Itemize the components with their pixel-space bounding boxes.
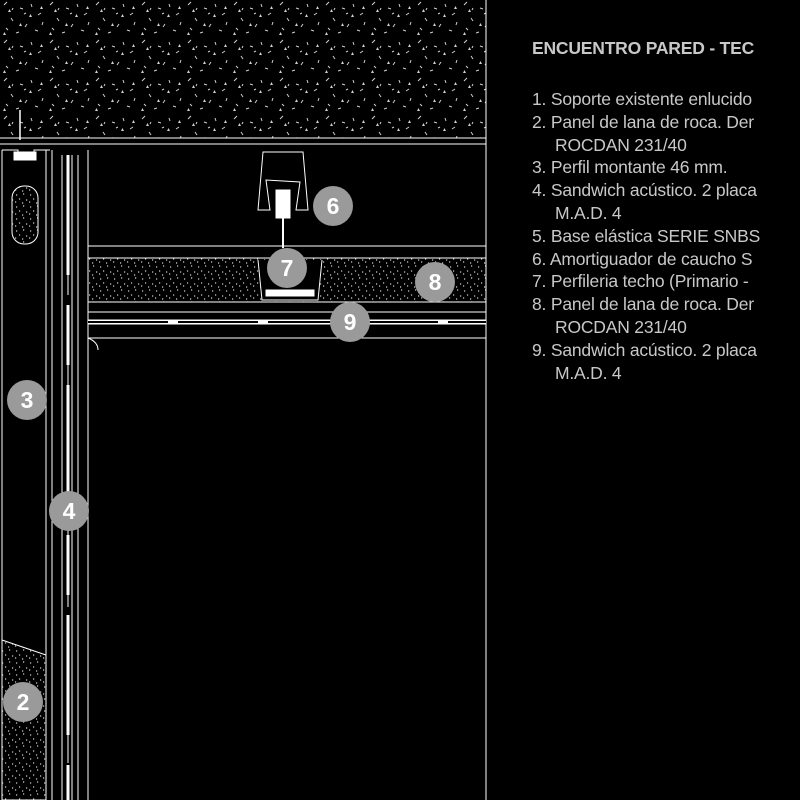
legend-item-text: Amortiguador de caucho S bbox=[549, 248, 753, 269]
legend-item-number: 8. bbox=[532, 294, 547, 315]
legend-item: 3. Perfil montante 46 mm. bbox=[532, 156, 760, 179]
existing-slab bbox=[0, 0, 487, 800]
callout-6: 6 bbox=[313, 186, 353, 226]
legend-item-number: 4. bbox=[532, 180, 547, 201]
legend-item-number: 5. bbox=[532, 225, 547, 246]
callout-7: 7 bbox=[267, 248, 307, 288]
legend-item: 5. Base elástica SERIE SNBS bbox=[532, 225, 760, 248]
drawing-title: ENCUENTRO PARED - TEC bbox=[532, 38, 755, 58]
legend-list: 1. Soporte existente enlucido 2. Panel d… bbox=[532, 88, 760, 384]
legend-item-text-cont: M.A.D. 4 bbox=[555, 362, 622, 383]
legend-item: 7. Perfileria techo (Primario - bbox=[532, 270, 760, 293]
legend-item-text: Perfileria techo (Primario - bbox=[550, 271, 749, 292]
callout-4-label: 4 bbox=[63, 498, 76, 524]
callout-3: 3 bbox=[7, 380, 47, 420]
callout-8: 8 bbox=[415, 262, 455, 302]
legend-item-text-cont: M.A.D. 4 bbox=[555, 202, 622, 223]
callout-2-label: 2 bbox=[17, 689, 30, 715]
legend-item-text-cont: ROCDAN 231/40 bbox=[555, 134, 687, 155]
callout-6-label: 6 bbox=[327, 193, 340, 219]
callout-9: 9 bbox=[330, 302, 370, 342]
callout-9-label: 9 bbox=[344, 309, 357, 335]
legend-item-number: 2. bbox=[532, 111, 547, 132]
callout-3-label: 3 bbox=[21, 387, 34, 413]
legend-item-text: Sandwich acústico. 2 placa bbox=[550, 339, 757, 360]
legend-item: 8. Panel de lana de roca. Der ROCDAN 231… bbox=[532, 293, 760, 339]
legend-item-number: 1. bbox=[532, 89, 547, 109]
legend-item-number: 6. bbox=[532, 248, 547, 269]
legend-item: 6. Amortiguador de caucho S bbox=[532, 248, 760, 271]
callout-4: 4 bbox=[49, 491, 89, 531]
legend-item-text: Perfil montante 46 mm. bbox=[550, 157, 728, 178]
legend-item-text: Base elástica SERIE SNBS bbox=[550, 225, 761, 246]
legend-item-text-cont: ROCDAN 231/40 bbox=[555, 316, 687, 337]
legend-item: 9. Sandwich acústico. 2 placa M.A.D. 4 bbox=[532, 339, 760, 385]
callout-2: 2 bbox=[3, 682, 43, 722]
legend-item-text: Panel de lana de roca. Der bbox=[550, 111, 754, 132]
callout-7-label: 7 bbox=[281, 255, 294, 281]
legend-item-number: 3. bbox=[532, 157, 547, 178]
legend-item-text: Panel de lana de roca. Der bbox=[550, 294, 754, 315]
legend-item-text: Soporte existente enlucido bbox=[550, 89, 752, 109]
callout-8-label: 8 bbox=[429, 269, 442, 295]
legend-item-number: 9. bbox=[532, 339, 547, 360]
legend-item: 1. Soporte existente enlucido bbox=[532, 88, 760, 111]
legend-item-number: 7. bbox=[532, 271, 547, 292]
legend-item-text: Sandwich acústico. 2 placa bbox=[550, 180, 757, 201]
legend-item: 4. Sandwich acústico. 2 placa M.A.D. 4 bbox=[532, 179, 760, 225]
legend-item: 2. Panel de lana de roca. Der ROCDAN 231… bbox=[532, 111, 760, 157]
